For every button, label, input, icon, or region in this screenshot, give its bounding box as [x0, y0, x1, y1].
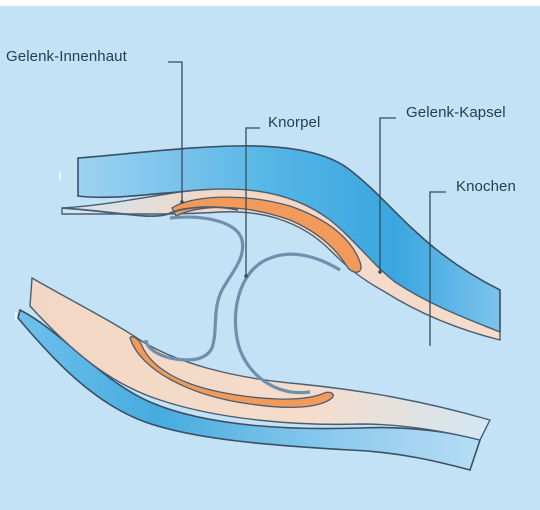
leader-synovial-dot [180, 200, 184, 204]
upper-bone [78, 146, 500, 332]
leader-cartilage-dot [244, 274, 248, 278]
label-synovial-membrane: Gelenk-Innenhaut [6, 48, 127, 65]
label-cartilage: Knorpel [268, 114, 320, 131]
label-bone: Knochen [456, 178, 516, 195]
label-joint-capsule: Gelenk-Kapsel [406, 104, 506, 121]
socket-cartilage [146, 217, 243, 360]
joint-head-cartilage [235, 254, 340, 392]
leader-capsule-dot [378, 270, 382, 274]
